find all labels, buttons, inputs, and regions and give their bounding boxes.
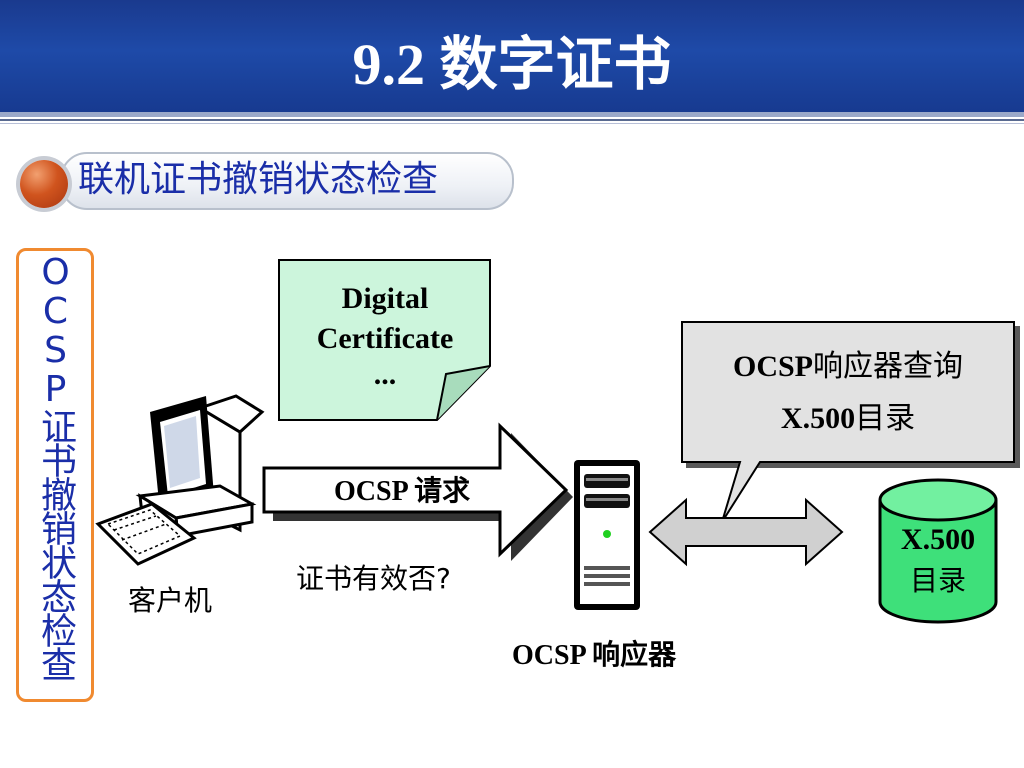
query-line-1: OCSP响应器查询 [682,348,1014,386]
query-line-2-rest: 目录 [855,401,916,436]
banner-rule [0,119,1024,121]
slide-title: 9.2 数字证书 [352,32,672,97]
title-banner [0,0,1024,112]
ocsp-request-label: OCSP 请求 [334,476,471,507]
double-arrow-icon [648,497,844,567]
query-line-1-rest: 响应器查询 [813,349,963,384]
certificate-line-2: Certificate [316,322,454,355]
digital-certificate-icon [278,259,491,421]
client-computer-icon [95,394,265,566]
bullet-ball-icon [20,160,68,208]
certificate-valid-question: 证书有效否? [296,562,451,595]
ocsp-request-arrow [262,422,573,561]
query-line-2-bold: X.500 [780,402,856,435]
banner-rule [0,112,1024,117]
side-label-box [16,248,94,702]
banner-rule [0,123,1024,124]
certificate-line-3: ... [373,358,397,391]
query-line-1-bold: OCSP [732,350,813,383]
query-line-2: X.500目录 [682,400,1014,438]
section-label: 联机证书撤销状态检查 [78,159,439,200]
side-label: OCSP证书撤销状态检查 [35,252,76,680]
ocsp-server-icon [574,460,640,610]
ocsp-responder-label: OCSP 响应器 [512,640,677,671]
client-label: 客户机 [128,584,213,617]
directory-label-line-2: 目录 [909,564,966,597]
directory-label-line-1: X.500 [900,523,976,556]
responder-query-callout [681,321,1020,523]
x500-directory-icon [878,478,998,624]
certificate-line-1: Digital [341,282,429,315]
